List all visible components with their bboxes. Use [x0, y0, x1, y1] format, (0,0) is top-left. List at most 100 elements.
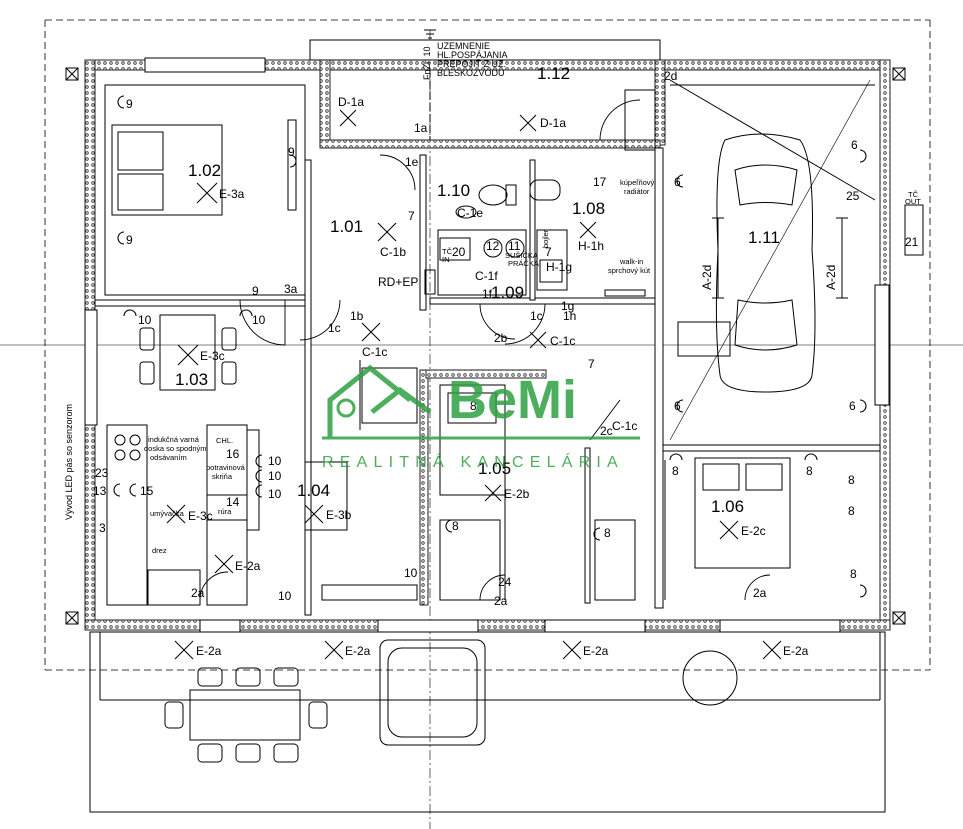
bathroom-1-08: [529, 89, 656, 297]
marker: 7: [408, 209, 415, 223]
terrace-table: [189, 689, 301, 741]
marker: 9: [288, 145, 295, 159]
note-text: IN: [442, 255, 450, 264]
marker: 3a: [284, 282, 298, 296]
marker: 6: [849, 399, 856, 413]
bedroom-1-02: [104, 84, 306, 296]
circuit-label: C-1b: [380, 245, 406, 259]
circuit-label: D-1a: [540, 116, 566, 130]
tech-room-1-12: [424, 29, 436, 140]
marker: 14: [226, 495, 240, 509]
living-1-04: [304, 360, 418, 601]
marker: 2a: [191, 586, 205, 600]
marker: 10: [404, 566, 418, 580]
watermark-brand: BeMi: [448, 370, 577, 430]
circuit-label: E-2b: [504, 487, 530, 501]
room-label: 1.02: [188, 161, 221, 180]
circuit-label: H-1h: [578, 239, 604, 253]
note-text: PRÁČKA: [508, 259, 539, 268]
circuit-label: C-1c: [550, 334, 575, 348]
note-text: OUT: [905, 197, 921, 206]
circuit-label: A-2d: [700, 265, 714, 290]
marker: 6: [674, 399, 681, 413]
marker: 7: [588, 357, 595, 371]
watermark: BeMi REALITNÁ KANCELÁRIA: [322, 364, 640, 471]
note-text: Vývod LED pás so senzorom: [64, 404, 74, 520]
marker: 1h: [563, 309, 576, 323]
circuit-label: E-3a: [219, 187, 245, 201]
marker: 10: [252, 313, 266, 327]
windows: [84, 39, 890, 633]
marker: 1e: [405, 155, 419, 169]
note-text: walk-in: [619, 257, 643, 266]
marker: 8: [470, 399, 477, 413]
bed: [694, 457, 791, 569]
circuit-labels: E-3a C-1b C-1c E-3c E-3c E-2a E-3b E-2b …: [188, 95, 838, 658]
marker: 9: [126, 97, 133, 111]
marker: 6: [674, 175, 681, 189]
note-text: SUŠIČKA: [505, 251, 538, 260]
room-label: 1.03: [175, 370, 208, 389]
marker: 8: [452, 519, 459, 533]
marker: 13: [93, 484, 107, 498]
circuit-label: A-2d: [824, 265, 838, 290]
circuit-label: C-1c: [362, 345, 387, 359]
marker: 2b: [494, 331, 508, 345]
marker: 11: [508, 239, 521, 253]
circuit-label: E-3c: [200, 349, 225, 363]
terrace-chairs: [164, 667, 328, 763]
marker: 12: [486, 239, 500, 253]
marker: 1b: [350, 309, 364, 323]
marker: 1c: [328, 321, 341, 335]
circuit-label: H-1g: [546, 260, 572, 274]
note-text: TČ: [908, 190, 919, 199]
circuit-label: C-1e: [457, 206, 483, 220]
note-text: potravinová: [206, 463, 246, 472]
marker: 8: [806, 464, 813, 478]
marker: 21: [905, 235, 919, 249]
terrace-round-table: [682, 650, 738, 706]
note-text: radiátor: [624, 187, 650, 196]
room-label: 1.09: [491, 283, 524, 302]
marker: 10: [268, 487, 282, 501]
note-text: bojler: [541, 229, 550, 248]
note-text: CHL.: [216, 436, 233, 445]
marker: 10: [268, 454, 282, 468]
marker: 1c: [530, 309, 543, 323]
marker: 8: [672, 464, 679, 478]
annotations: UZEMNENIE HL.POSPÁJANIA PREPOJIŤ Z UZ. B…: [64, 41, 921, 555]
dimension-lines: [712, 217, 848, 299]
note-text: kúpeľňový: [620, 178, 655, 187]
house-logo-icon: [327, 364, 412, 438]
number-markers: 9 9 9 9 3a 10 10 1b 1c 1a 1e 7 1f 2b 1c …: [93, 69, 919, 608]
circuit-label: E-2a: [345, 644, 371, 658]
note-text: skriňa: [212, 472, 233, 481]
light-fixtures: [166, 109, 782, 660]
marker: 2d: [664, 69, 677, 83]
room-label: 1.11: [748, 228, 780, 247]
shower: [536, 229, 568, 291]
circuit-label: E-3c: [188, 509, 213, 523]
note-text: rúra: [218, 507, 232, 516]
corner-markers: [65, 67, 906, 625]
terrace: [89, 631, 886, 813]
circuit-label: E-2a: [196, 644, 222, 658]
marker: 9: [126, 233, 133, 247]
note-text: HL.POSPÁJANIA: [437, 50, 508, 60]
marker: 9: [252, 284, 259, 298]
room-label: 1.06: [711, 497, 744, 516]
interior-walls: [94, 147, 881, 616]
room-label: 1.08: [572, 199, 605, 218]
note-text: odsávaním: [150, 453, 187, 462]
note-text: drez: [152, 546, 167, 555]
marker: 3: [99, 521, 106, 535]
dining-area: [139, 314, 237, 391]
marker: 15: [140, 484, 154, 498]
wardrobe: [287, 119, 297, 211]
hall-1-05: [439, 384, 506, 601]
note-text: sprchový kút: [608, 266, 651, 275]
kitchen-counter: [106, 424, 148, 606]
note-text: PREPOJIŤ Z UZ.: [437, 59, 506, 69]
doors: [199, 99, 771, 601]
